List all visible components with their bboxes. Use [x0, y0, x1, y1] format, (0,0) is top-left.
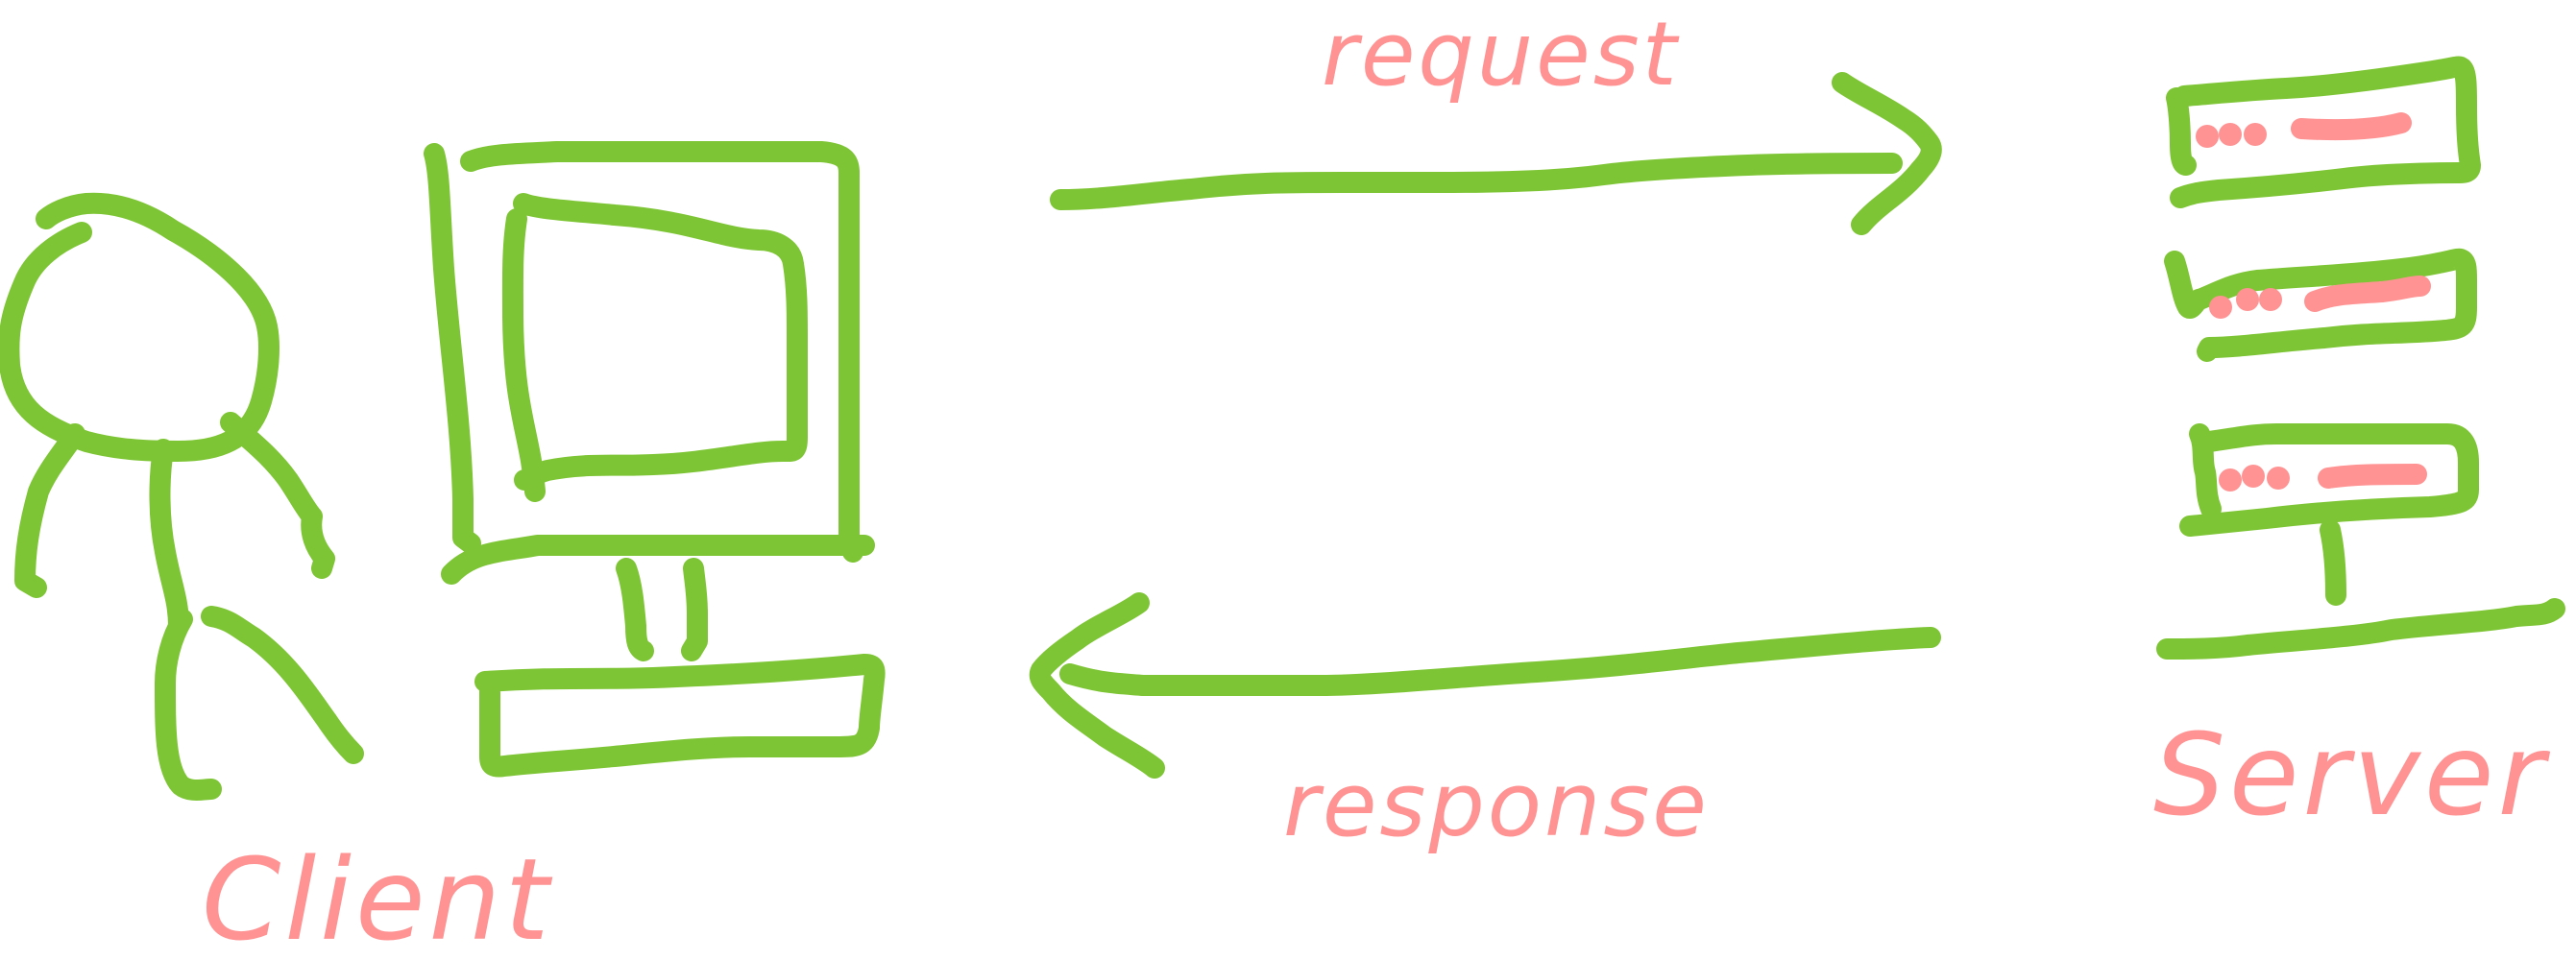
- request-label: request: [1322, 3, 1680, 106]
- monitor-bottom-edge: [441, 535, 875, 585]
- person-left-leg: [155, 609, 222, 801]
- monitor-screen-left: [501, 208, 546, 502]
- server-unit-3-box: [2179, 423, 2479, 537]
- server-unit-3: [2179, 423, 2479, 537]
- server-unit-2-slot: [2304, 276, 2431, 312]
- person-head: [0, 192, 279, 462]
- server-unit-1-outline: [2166, 87, 2197, 176]
- server-unit-3-led-2: [2242, 465, 2265, 488]
- server-unit-2: [2164, 248, 2477, 362]
- monitor-stand-left: [616, 558, 654, 661]
- server-unit-1: [2166, 56, 2481, 208]
- server-label: Server: [2153, 708, 2550, 841]
- server-unit-2-led-1: [2209, 296, 2232, 319]
- request-arrow-shaft: [1050, 153, 1903, 210]
- server-unit-3-led-1: [2219, 468, 2242, 492]
- server-base: [2156, 598, 2565, 660]
- arrow-left-icon: [1029, 592, 1941, 779]
- server-unit-1-led-3: [2244, 123, 2267, 146]
- server-stand: [2320, 519, 2346, 606]
- server-unit-2-led-3: [2259, 288, 2282, 311]
- server-unit-1-top: [2170, 56, 2481, 208]
- response-arrow-head: [1029, 592, 1165, 779]
- server-unit-3-led-3: [2267, 467, 2290, 490]
- response-label: response: [1283, 754, 1710, 856]
- server-unit-3-slot: [2318, 464, 2427, 489]
- server-rack-icon: [2156, 56, 2565, 660]
- monitor-stand-right: [681, 558, 708, 661]
- server-unit-1-led-2: [2219, 123, 2242, 146]
- person-right-leg: [201, 606, 364, 764]
- response-arrow-shaft: [1059, 627, 1941, 696]
- monitor-top-edge: [460, 141, 860, 183]
- server-unit-2-led-2: [2236, 288, 2259, 311]
- person-icon: [0, 192, 364, 801]
- person-right-arm: [220, 412, 335, 579]
- monitor-screen: [513, 193, 808, 491]
- server-unit-2-outline: [2164, 248, 2477, 362]
- server-unit-1-led-1: [2196, 125, 2219, 148]
- person-body: [149, 439, 189, 636]
- computer-base: [474, 654, 886, 778]
- monitor-right-edge: [838, 162, 863, 563]
- server-unit-1-slot: [2291, 112, 2412, 141]
- client-label: Client: [202, 833, 553, 960]
- request-arrow-head: [1832, 72, 1942, 235]
- desktop-computer-icon: [424, 141, 886, 778]
- monitor-left-edge: [424, 143, 481, 554]
- person-left-arm: [14, 423, 85, 598]
- arrow-right-icon: [1050, 72, 1942, 235]
